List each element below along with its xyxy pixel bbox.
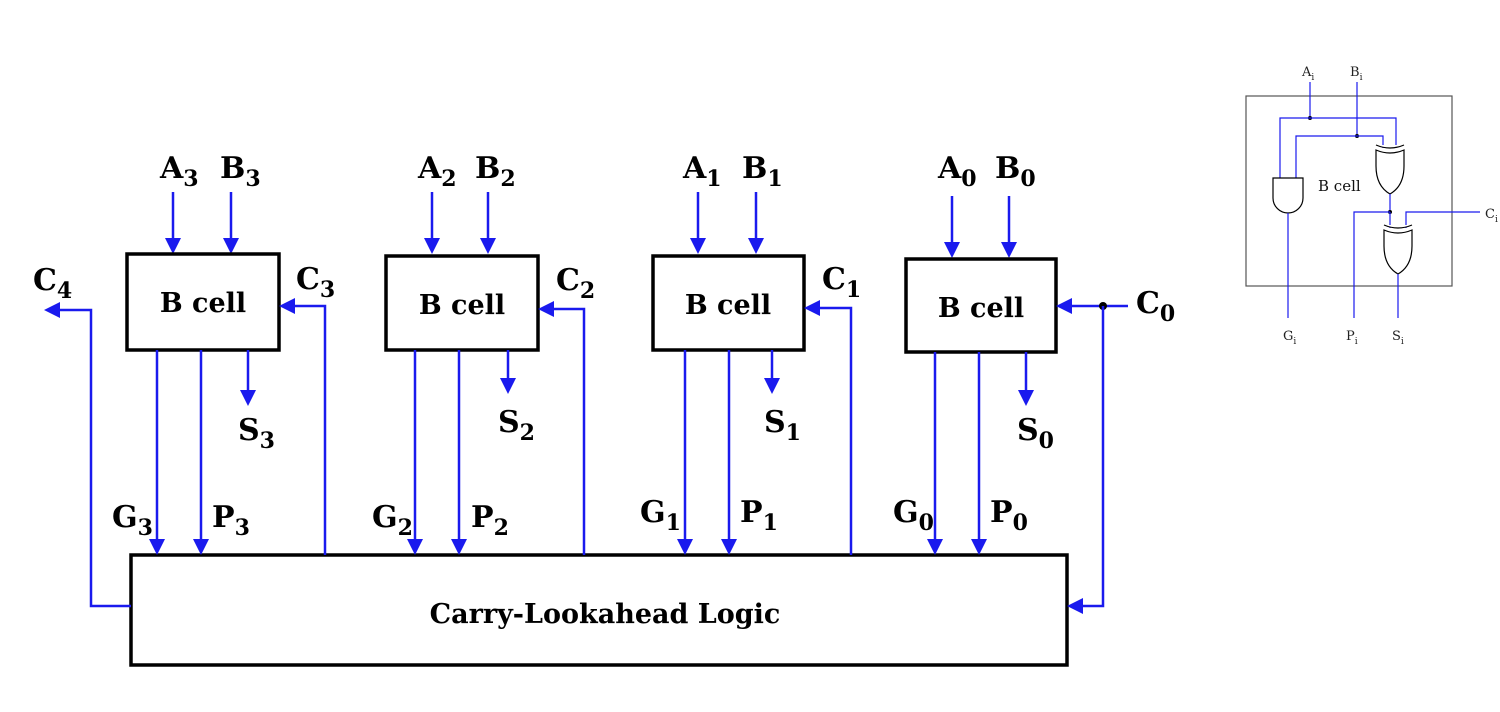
cell-0-output-g: G0 <box>893 495 934 536</box>
cell-2-box <box>384 254 540 352</box>
detail-input-c: Ci <box>1485 207 1498 225</box>
carry-in-c0: C0 <box>1056 286 1175 614</box>
cell-3-input-a: A3 <box>159 151 199 192</box>
cell-1: A1 B1 B cell S1 G1 P1 C1 <box>640 151 861 555</box>
carry-out-c4: C4 <box>33 263 131 608</box>
cell-2-label: B cell <box>419 290 505 321</box>
detail-input-b: Bi <box>1350 65 1363 83</box>
cell-1-box <box>651 254 806 352</box>
cell-2-output-g: G2 <box>372 500 413 541</box>
detail-output-s: Si <box>1392 329 1404 347</box>
cell-3-output-g: G3 <box>112 500 153 541</box>
cell-1-input-b: B1 <box>742 151 783 192</box>
cell-1-output-p: P1 <box>740 495 778 536</box>
cell-2: A2 B2 B cell S2 G2 P2 C2 <box>372 151 595 555</box>
cell-2-input-a: A2 <box>417 151 457 192</box>
cell-0-box <box>904 257 1058 354</box>
cell-0: A0 B0 B cell S0 G0 P0 <box>893 151 1058 555</box>
cell-2-output-s: S2 <box>498 405 535 446</box>
carry-in-label: C0 <box>1136 286 1175 327</box>
cell-0-label: B cell <box>938 293 1024 324</box>
cell-3-output-p: P3 <box>212 500 250 541</box>
cell-3-carry-in: C3 <box>296 262 335 303</box>
cell-1-output-s: S1 <box>764 405 801 446</box>
cell-3-box <box>125 252 281 352</box>
xor-gate-1-icon <box>1375 149 1405 195</box>
and-gate-icon <box>1272 177 1304 214</box>
cell-2-input-b: B2 <box>475 151 516 192</box>
cell-3-output-s: S3 <box>238 413 275 454</box>
detail-input-a: Ai <box>1301 65 1314 83</box>
detail-cell-label: B cell <box>1318 177 1361 195</box>
cell-1-carry-in: C1 <box>822 262 861 303</box>
cell-1-output-g: G1 <box>640 495 681 536</box>
cla-block <box>129 553 1069 667</box>
cell-3-label: B cell <box>160 288 246 319</box>
detail-output-g: Gi <box>1283 329 1296 347</box>
cell-1-input-a: A1 <box>682 151 722 192</box>
xor-gate-2-icon <box>1383 229 1413 275</box>
cell-2-output-p: P2 <box>471 500 509 541</box>
cell-3: A3 B3 B cell S3 G3 P3 C3 <box>112 151 335 555</box>
b-cell-detail: B cell Ai Bi Ci Gi Pi Si <box>1245 65 1498 347</box>
cell-1-label: B cell <box>685 290 771 321</box>
cell-0-input-b: B0 <box>995 151 1036 192</box>
cell-0-input-a: A0 <box>937 151 977 192</box>
cell-2-carry-in: C2 <box>556 263 595 304</box>
cell-3-input-b: B3 <box>220 151 261 192</box>
carry-out-label: C4 <box>33 263 72 304</box>
cell-0-output-s: S0 <box>1017 413 1054 454</box>
cell-0-output-p: P0 <box>990 495 1028 536</box>
detail-output-p: Pi <box>1346 329 1358 347</box>
cla-label: Carry-Lookahead Logic <box>430 599 781 630</box>
